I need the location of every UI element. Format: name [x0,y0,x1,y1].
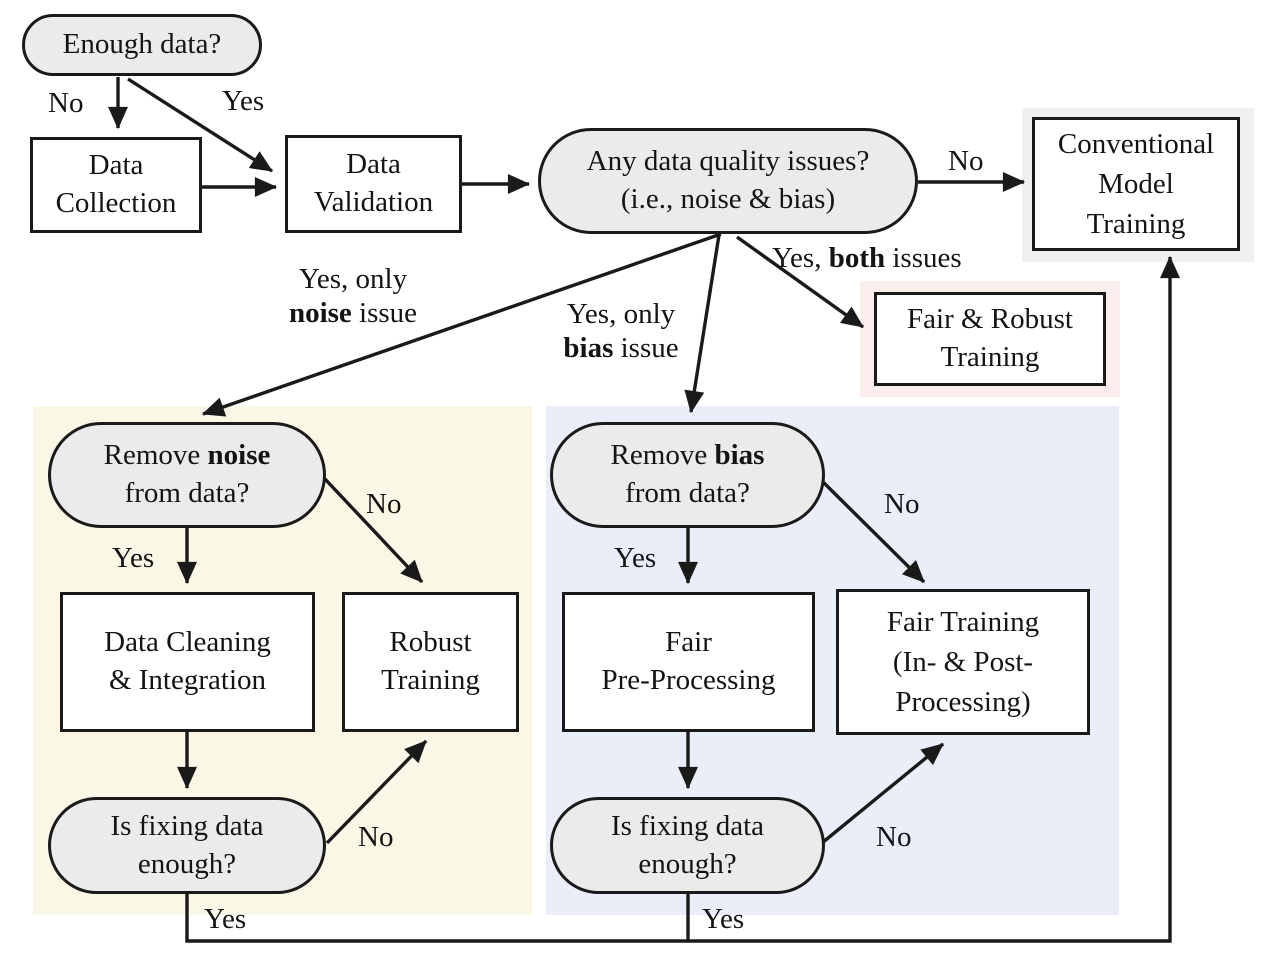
node-text: Conventional [1057,127,1215,160]
is-fixing-left-decision: Is fixing data enough? [48,797,326,894]
fair-robust-training-node: Fair & Robust Training [874,292,1106,386]
data-cleaning-node: Data Cleaning & Integration [60,592,315,732]
node-text: Processing) [895,686,1031,718]
node-text: Model [1098,167,1174,200]
node-text: Remove noise [104,437,271,475]
node-text: Fair [665,626,712,659]
data-validation-node: Data Validation [285,135,462,233]
edge-noise-no [323,477,424,584]
edge-label-bold: noise [288,297,352,330]
edge-label-line: Yes, only [298,263,408,295]
is-fixing-right-decision: Is fixing data enough? [550,797,825,894]
quality-issues-decision: Any data quality issues? (i.e., noise & … [538,128,918,234]
remove-bias-decision: Remove bias from data? [550,422,825,528]
edge-label-line: Yes, only [566,298,676,330]
node-text: (i.e., noise & bias) [620,183,836,215]
node-text: Validation [313,186,434,218]
edge-label-line: noise issue [289,296,417,330]
node-text: Any data quality issues? [586,145,870,178]
node-text: Training [940,341,1040,373]
node-text: from data? [124,477,250,509]
node-text-part: Remove [610,439,715,472]
edge-bias-no [818,477,926,584]
node-text: Training [381,664,480,696]
node-text: Pre-Processing [601,664,776,696]
edge-label-quality-no: No [948,145,984,177]
edge-enough-yes [127,77,273,173]
edge-label-fix-left-yes: Yes [204,903,247,935]
edge-label-part: Yes, [772,242,829,274]
edge-label-fix-right-yes: Yes [702,903,745,935]
fair-training-node: Fair Training (In- & Post- Processing) [836,589,1090,735]
node-text: Training [1086,208,1186,240]
edge-quality-both [736,235,864,329]
edge-label-both-issues: Yes, both issues [772,241,962,275]
edge-fix-left-no [325,739,428,845]
edge-label-only-bias: Yes, only bias issue [563,297,678,365]
edge-label-fix-right-no: No [876,821,912,853]
edge-label-bold: bias [563,332,614,365]
edge-label-line: bias issue [563,331,678,365]
edge-quality-only-noise [201,232,722,417]
edge-label-part: issues [885,242,962,274]
data-collection-node: Data Collection [30,137,202,233]
edge-label-noise-no: No [366,488,402,520]
node-text-part: Remove [103,439,208,472]
edge-fix-right-no [820,742,945,845]
node-text-bold: bias [714,439,765,472]
conventional-training-node: Conventional Model Training [1032,117,1240,251]
node-text: Fair Training [886,605,1040,638]
node-text: Remove bias [611,437,765,475]
node-text: Enough data? [62,28,222,61]
edge-label-bias-yes: Yes [614,542,657,574]
node-text: Is fixing data [110,809,264,842]
enough-data-decision: Enough data? [22,14,262,76]
robust-training-node: Robust Training [342,592,519,732]
node-text: from data? [625,477,750,509]
edge-quality-only-bias [684,234,721,414]
node-text: Is fixing data [610,809,764,842]
node-text: Robust [389,626,472,659]
edge-label-enough-no: No [48,87,84,119]
node-text: Collection [55,187,177,219]
edge-label-bias-no: No [884,488,920,520]
edge-fix-yes-return [185,255,1180,943]
node-text: (In- & Post- [892,645,1034,678]
node-text: Data [88,149,144,182]
fair-preprocessing-node: Fair Pre-Processing [562,592,815,732]
node-text: enough? [137,847,237,880]
edge-label-enough-yes: Yes [222,85,265,117]
node-text: Fair & Robust [907,303,1073,336]
node-text: & Integration [108,664,267,696]
edge-label-fix-left-no: No [358,821,394,853]
node-text: Data Cleaning [104,626,271,659]
edge-label-bold: both [828,242,886,274]
edge-label-noise-yes: Yes [112,542,155,574]
node-text: enough? [638,847,737,880]
edge-label-part: issue [351,297,418,330]
edge-label-only-noise: Yes, only noise issue [289,262,417,330]
edge-label-part: issue [613,332,679,365]
node-text-bold: noise [207,439,271,472]
remove-noise-decision: Remove noise from data? [48,422,326,528]
node-text: Data [346,148,401,181]
